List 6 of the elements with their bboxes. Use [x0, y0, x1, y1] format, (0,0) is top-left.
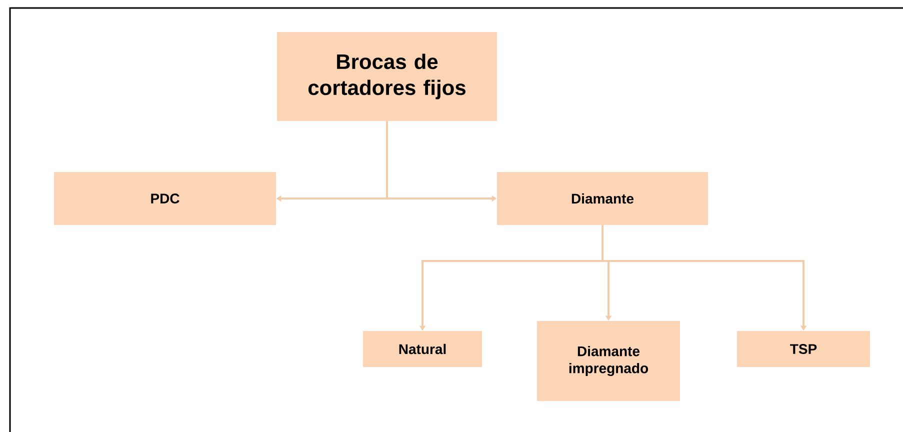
process-box: TSP [737, 331, 870, 367]
process-box: Diamante [497, 172, 708, 225]
process-box: Natural [363, 331, 482, 367]
process-box: Brocas de cortadores fijos [277, 32, 497, 121]
process-box: PDC [54, 172, 276, 225]
process-box: Diamante impregnado [537, 321, 680, 401]
